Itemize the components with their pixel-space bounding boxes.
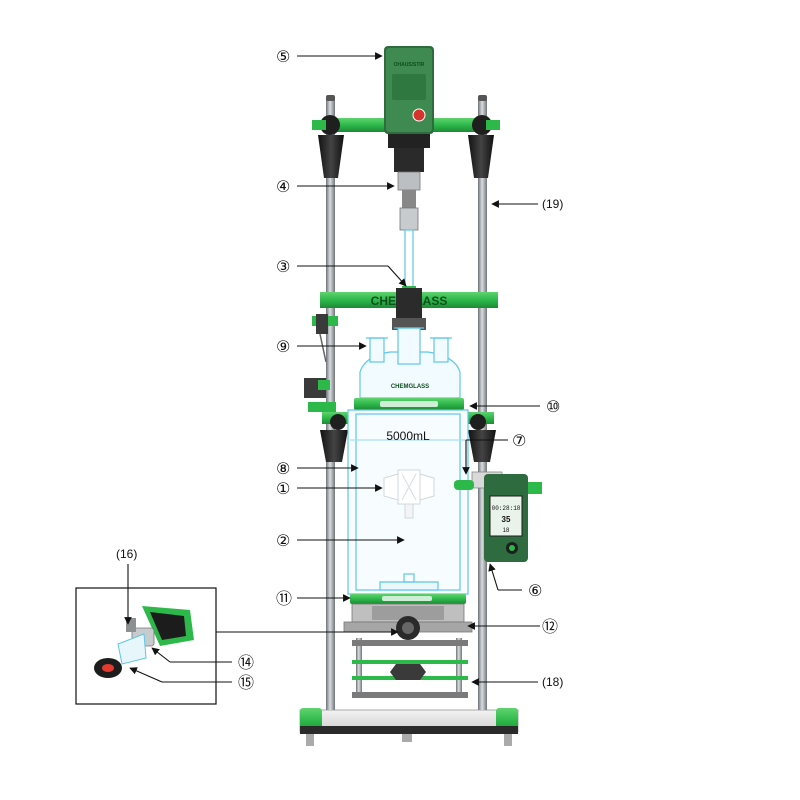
- callout-11: ⑪: [276, 589, 292, 608]
- lid-clamp: [354, 398, 464, 410]
- callout-6: ⑥: [528, 581, 542, 600]
- callout-8: ⑧: [276, 459, 290, 478]
- leader-lines: [124, 52, 540, 686]
- vessel-jacket: [347, 410, 469, 594]
- callout-9: ⑨: [276, 337, 290, 356]
- callout-19: (19): [542, 197, 563, 211]
- controller-value-1: 35: [502, 515, 511, 524]
- base-stand: [299, 708, 519, 746]
- callout-labels: ⑤ ④ ③ ⑨ ⑧ ① ② ⑪ (19) ⑩ ⑦ ⑥ ⑫ (18) (16) ⑭…: [116, 47, 563, 692]
- impeller: [383, 469, 435, 519]
- controller-value-2: 18: [503, 528, 510, 534]
- lid-brand: CHEMGLASS: [391, 384, 429, 390]
- callout-3: ③: [276, 257, 290, 276]
- callout-12: ⑫: [542, 617, 558, 636]
- detail-inset: [75, 587, 217, 705]
- callout-7: ⑦: [512, 431, 526, 450]
- stirrer-brand: OHAUS/STIR: [394, 62, 425, 68]
- callout-15: ⑮: [238, 673, 254, 692]
- callout-2: ②: [276, 531, 290, 550]
- bottom-clamp: [350, 594, 466, 604]
- callout-10: ⑩: [546, 397, 560, 416]
- callout-18: (18): [542, 675, 563, 689]
- middle-crossbar: CHEMGLASS: [320, 288, 498, 330]
- side-probes: [304, 314, 338, 412]
- reactor-lid: CHEMGLASS: [359, 327, 461, 399]
- callout-5: ⑤: [276, 47, 290, 66]
- overhead-stirrer: OHAUS/STIR: [384, 46, 434, 231]
- top-crossbar: [312, 115, 500, 178]
- controller-time: 00:28:18: [492, 505, 521, 512]
- bottom-valve-assembly: [343, 603, 473, 640]
- callout-14: ⑭: [238, 653, 254, 672]
- volume-mark: 5000mL: [386, 429, 430, 443]
- callout-4: ④: [276, 177, 290, 196]
- callout-16: (16): [116, 547, 137, 561]
- callout-1: ①: [276, 479, 290, 498]
- support-cage: [352, 638, 468, 698]
- temperature-controller: 00:28:18 35 18: [454, 471, 542, 562]
